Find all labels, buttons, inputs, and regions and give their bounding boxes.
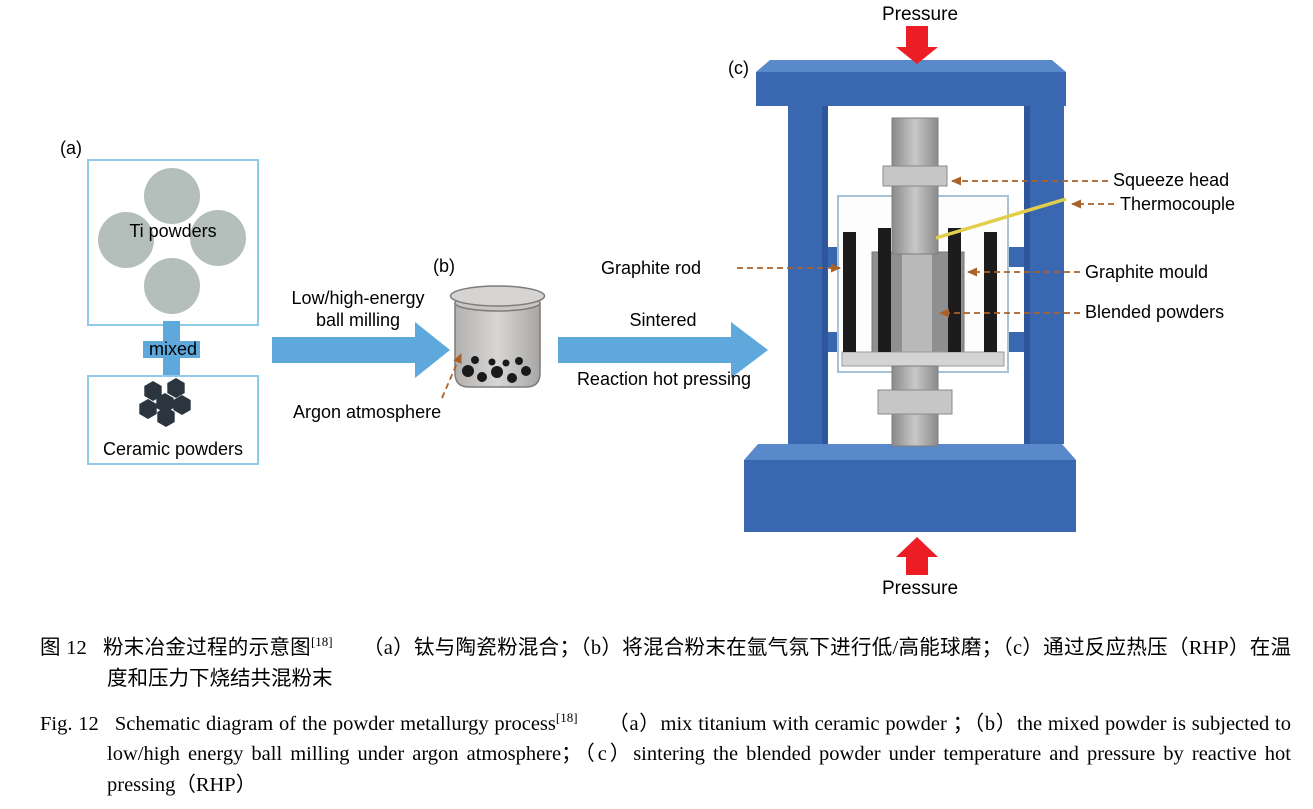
- pressure-arrow-bottom-icon: [896, 537, 938, 575]
- sintered-label: Sintered: [629, 310, 697, 330]
- ball-milling-arrow: [272, 322, 450, 378]
- press-frame: [744, 60, 1076, 532]
- blended-powders-label: Blended powders: [1085, 302, 1225, 322]
- graphite-rods: [843, 228, 997, 352]
- pressure-arrow-top-icon: [896, 26, 938, 64]
- blended-powders-column: [902, 252, 932, 352]
- graphite-rod-label: Graphite rod: [601, 258, 702, 278]
- ceramic-powders-box: [87, 375, 259, 465]
- caption-en-fig-label: Fig. 12: [40, 712, 99, 735]
- ball-milling-label-line2: ball milling: [315, 310, 401, 330]
- caption-en-title: Schematic diagram of the powder metallur…: [114, 712, 556, 735]
- mixed-plus-icon: [143, 321, 200, 378]
- figure-diagram: (a) Ti powders mixed Ceramic powders Low…: [60, 4, 1236, 599]
- ceramic-hexagons: [139, 378, 191, 427]
- ti-powders-label: Ti powders: [129, 221, 217, 241]
- panel-b-tag: (b): [433, 256, 455, 276]
- argon-annotation-arrow: [441, 353, 462, 399]
- caption-zh-title: 粉末冶金过程的示意图: [102, 637, 311, 659]
- press-ram: [877, 117, 953, 447]
- thermocouple-wire: [935, 197, 1067, 240]
- caption-en-ref: [18]: [555, 709, 578, 725]
- caption-zh-fig-label: 图 12: [40, 637, 87, 659]
- sintering-arrow: [558, 322, 768, 378]
- annotation-arrows: [737, 176, 1114, 318]
- mixed-label: mixed: [148, 339, 197, 359]
- panel-a-tag: (a): [60, 138, 82, 158]
- pressure-top-label: Pressure: [881, 4, 959, 25]
- caption-zh-body: （a）钛与陶瓷粉混合；（b）将混合粉末在氩气氛下进行低/高能球磨；（c）通过反应…: [107, 637, 1292, 690]
- lower-collar: [877, 389, 953, 415]
- squeeze-head-label: Squeeze head: [1113, 170, 1230, 190]
- ball-milling-label-line1: Low/high-energy: [291, 288, 425, 308]
- ceramic-powders-label: Ceramic powders: [102, 439, 244, 459]
- chamber-bottom-plate: [841, 351, 1005, 367]
- caption-chinese: 图 12 粉末冶金过程的示意图[18]（a）钛与陶瓷粉混合；（b）将混合粉末在氩气…: [40, 633, 1291, 695]
- reaction-hot-pressing-label: Reaction hot pressing: [576, 369, 752, 389]
- panel-c-tag: (c): [728, 58, 749, 78]
- caption-en-body: （a）mix titanium with ceramic powder ；（b）…: [107, 712, 1291, 797]
- ball-mill-jar: [449, 285, 546, 388]
- pressure-bottom-label: Pressure: [881, 578, 959, 599]
- thermocouple-label: Thermocouple: [1120, 194, 1236, 214]
- caption-english: Fig. 12 Schematic diagram of the powder m…: [40, 709, 1291, 801]
- argon-atmosphere-label: Argon atmosphere: [293, 402, 442, 422]
- ti-powders-box: [87, 159, 259, 326]
- graphite-mould-label: Graphite mould: [1085, 262, 1209, 282]
- milling-balls: [462, 356, 531, 383]
- caption-zh-ref: [18]: [310, 634, 333, 650]
- diagram-canvas: [87, 26, 1114, 575]
- squeeze-head-collar: [882, 165, 948, 187]
